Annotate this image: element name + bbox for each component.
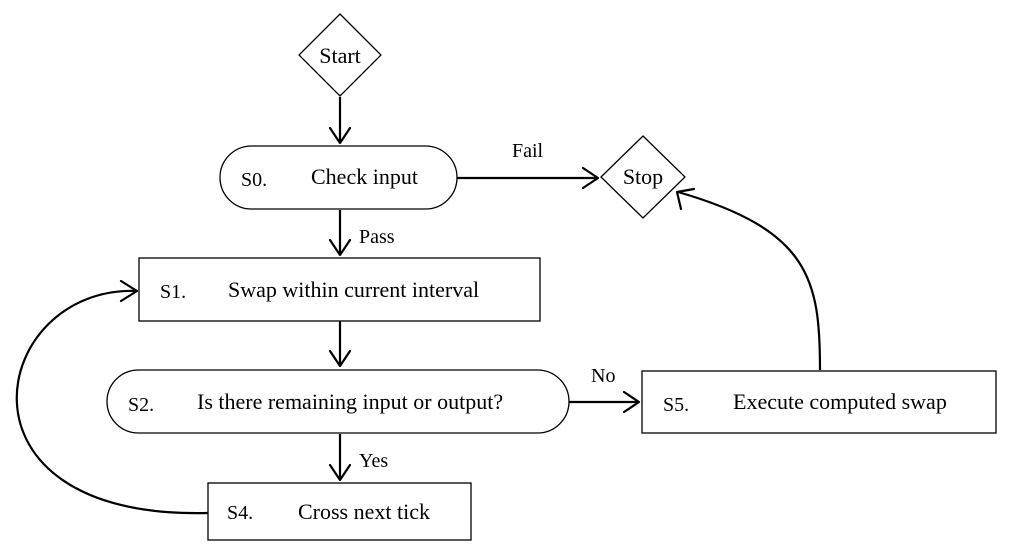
s1-step-label: S1. <box>160 281 186 303</box>
s2-step-label: S2. <box>128 394 154 416</box>
s4-box <box>207 482 472 541</box>
node-stop: Stop <box>600 135 686 219</box>
s5-box <box>641 370 997 434</box>
s0-box <box>219 145 458 210</box>
edge-s2-to-s4-arrowhead <box>328 463 352 482</box>
s2-box <box>106 369 570 434</box>
stop-diamond <box>600 135 686 219</box>
edge-s5-to-stop-arrowhead <box>675 187 696 211</box>
edge-s4-to-s1-arrowhead <box>119 279 139 303</box>
s5-label: Execute computed swap <box>733 389 947 414</box>
node-s2: S2. Is there remaining input or output? <box>106 369 570 434</box>
node-s5: S5. Execute computed swap <box>641 370 997 434</box>
node-s0: S0. Check input <box>219 145 458 210</box>
edges <box>15 97 822 515</box>
edge-s0-to-s1-arrowhead <box>328 238 352 257</box>
edge-s4-to-s1 <box>15 289 209 515</box>
s4-step-label: S4. <box>227 502 253 524</box>
stop-label: Stop <box>623 164 663 189</box>
edge-label-pass: Pass <box>359 226 395 248</box>
s0-label: Check input <box>311 164 418 189</box>
s0-step-label: S0. <box>241 169 267 191</box>
edge-s2-to-s5-arrowhead <box>622 390 641 414</box>
node-s4: S4. Cross next tick <box>207 482 472 541</box>
edge-start-to-s0-arrowhead <box>328 126 352 145</box>
edge-s0-to-stop-arrowhead <box>581 166 600 190</box>
s1-box <box>138 257 541 322</box>
edge-label-no: No <box>591 365 615 387</box>
node-start: Start <box>298 13 382 97</box>
s4-label: Cross next tick <box>298 499 430 524</box>
node-s1: S1. Swap within current interval <box>138 257 541 322</box>
s5-step-label: S5. <box>663 394 689 416</box>
edge-s1-to-s2-arrowhead <box>328 349 352 368</box>
edge-label-fail: Fail <box>512 140 544 162</box>
start-label: Start <box>319 43 361 68</box>
edge-label-yes: Yes <box>359 450 388 472</box>
start-diamond <box>298 13 382 97</box>
s1-label: Swap within current interval <box>228 277 479 302</box>
s2-label: Is there remaining input or output? <box>197 389 503 414</box>
edge-s5-to-stop <box>677 190 822 371</box>
